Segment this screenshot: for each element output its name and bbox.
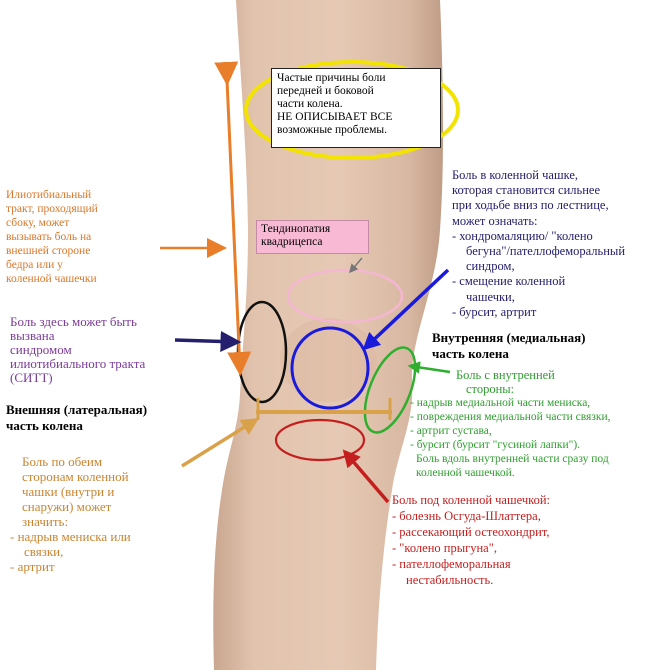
- sitt-line: (СИТТ): [10, 370, 53, 385]
- medial-ring: [363, 346, 417, 434]
- kneecap-line: при ходьбе вниз по лестнице,: [452, 198, 609, 213]
- below-line: Боль под коленной чашечкой:: [392, 493, 550, 507]
- both-sides-line: Боль по обеим: [22, 454, 103, 469]
- medial-label: Внутренняя (медиальная) часть колена: [432, 330, 586, 362]
- iliotibial-line: тракт, проходящий: [6, 203, 98, 215]
- inner-line: Боль с внутренней: [456, 368, 555, 382]
- lateral-label: Внешняя (латеральная) часть колена: [6, 402, 147, 434]
- kneecap-line: чашечки,: [466, 289, 515, 304]
- below-line: - рассекающий остеохондрит,: [392, 525, 550, 539]
- inner-arrow: [407, 361, 451, 374]
- below-arrow: [342, 449, 390, 504]
- both-sides-line: связки,: [24, 544, 64, 559]
- iliotibial-line: бедра или у: [6, 259, 63, 271]
- both-sides-line: значить:: [22, 514, 69, 529]
- inner-line: стороны:: [466, 382, 515, 396]
- kneecap-line: бегуна"/пателлофеморальный: [466, 244, 626, 259]
- sitt-line: вызвана: [10, 328, 55, 343]
- both-sides-line: снаружи) может: [22, 499, 112, 514]
- below-line: - пателлофеморальная: [392, 557, 511, 571]
- quad-arrow: [349, 257, 363, 274]
- top-callout-line: части колена.: [277, 98, 343, 110]
- kneecap-line: может означать:: [452, 213, 538, 228]
- below-kneecap-ring: [274, 418, 366, 462]
- iliotibial-line: Илиотибиальный: [6, 189, 92, 201]
- kneecap-arrow: [362, 268, 450, 351]
- both-sides-line: - надрыв мениска или: [10, 529, 131, 544]
- kneecap-line: - бурсит, артрит: [452, 304, 537, 319]
- both-sides-line: чашки (внутри и: [22, 484, 115, 499]
- sitt-arrow: [174, 330, 242, 352]
- iliotibial-line: сбоку, может: [6, 217, 70, 229]
- kneecap-line: которая становится сильнее: [452, 183, 600, 198]
- lateral-line: Внешняя (латеральная): [6, 402, 148, 417]
- inner-line: - надрыв медиальной части мениска,: [410, 397, 591, 409]
- kneecap-line: Боль в коленной чашке,: [452, 168, 579, 182]
- sitt-label: Боль здесь может быть вызвана синдромом …: [10, 315, 145, 385]
- below-line: - болезнь Осгуда-Шлаттера,: [392, 509, 541, 523]
- iliotibial-label: Илиотибиальный тракт, проходящий сбоку, …: [6, 188, 98, 286]
- iliotibial-line: вызывать боль на: [6, 231, 92, 243]
- inner-line: - бурсит (бурсит "гусиной лапки").: [410, 439, 581, 451]
- top-callout-box: Частые причины боли передней и боковой ч…: [271, 68, 441, 148]
- iliotibial-arrow: [214, 61, 252, 376]
- kneecap-line: - хондромаляцию/ "колено: [452, 228, 593, 243]
- kneecap-label: Боль в коленной чашке, которая становитс…: [452, 168, 625, 320]
- below-kneecap-label: Боль под коленной чашечкой: - болезнь Ос…: [392, 492, 550, 588]
- iliotibial-line: внешней стороне: [6, 245, 91, 257]
- both-sides-line: - артрит: [10, 559, 55, 574]
- kneecap-line: синдром,: [466, 259, 515, 274]
- below-line: - "колено прыгуна",: [392, 541, 497, 555]
- quad-tendinopathy-box: Тендинопатия квадрицепса: [256, 220, 369, 254]
- inner-line: - повреждения медиальной части связки,: [410, 411, 611, 423]
- medial-line: часть колена: [432, 346, 509, 361]
- kneecap-line: - смещение коленной: [452, 274, 566, 289]
- top-callout-line: Частые причины боли: [277, 72, 386, 84]
- inner-line: коленной чашечкой.: [416, 467, 515, 479]
- sitt-line: Боль здесь может быть: [10, 314, 137, 329]
- inner-line: Боль вдоль внутренней части сразу под: [416, 453, 609, 465]
- both-sides-arrow: [181, 418, 259, 468]
- sitt-line: илиотибиального тракта: [10, 356, 146, 371]
- top-callout-line: передней и боковой: [277, 85, 374, 97]
- kneecap-ring: [290, 326, 370, 410]
- quad-line: квадрицепса: [261, 236, 323, 248]
- inner-side-label: Боль с внутренней стороны: - надрыв меди…: [410, 368, 611, 480]
- sitt-line: синдромом: [10, 342, 72, 357]
- top-callout-line: возможные проблемы.: [277, 124, 387, 136]
- top-callout-line: НЕ ОПИСЫВАЕТ ВСЕ: [277, 111, 393, 123]
- quad-tendon-ring: [286, 268, 404, 324]
- iliotibial-line: коленной чашечки: [6, 273, 97, 285]
- quad-line: Тендинопатия: [261, 223, 331, 235]
- inner-line: - артрит сустава,: [410, 425, 492, 437]
- leg-illustration: [213, 0, 444, 670]
- both-sides-line: сторонам коленной: [22, 469, 129, 484]
- below-line: нестабильность.: [406, 573, 494, 587]
- both-sides-label: Боль по обеим сторонам коленной чашки (в…: [10, 454, 131, 574]
- medial-line: Внутренняя (медиальная): [432, 330, 586, 345]
- meniscus-bar: [256, 410, 392, 414]
- lateral-line: часть колена: [6, 418, 83, 433]
